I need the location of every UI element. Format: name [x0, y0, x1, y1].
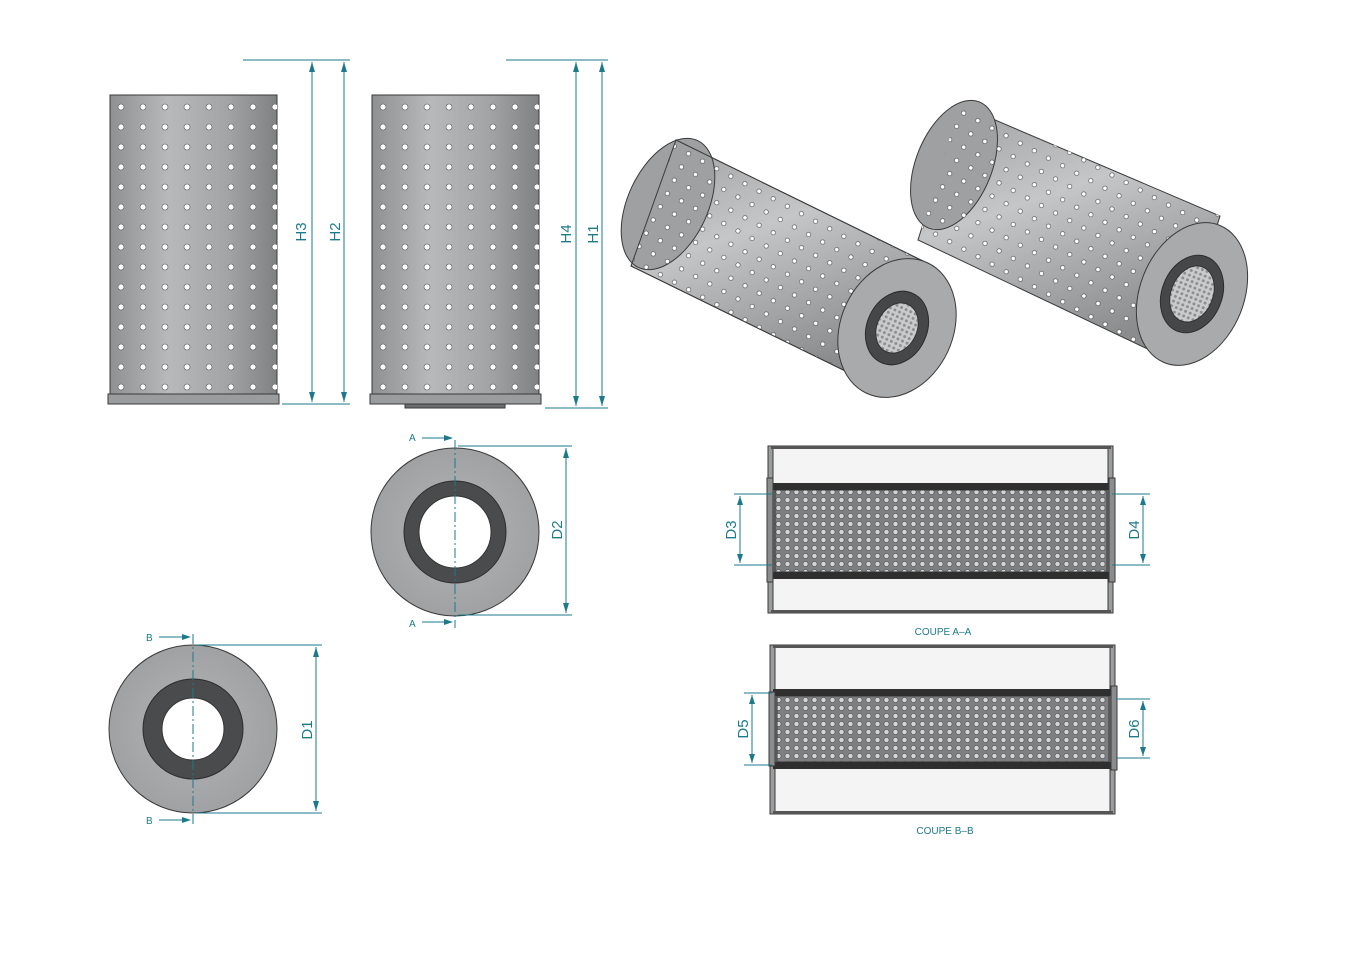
label-d4: D4 — [1126, 520, 1143, 539]
section-view-aa — [766, 445, 1116, 614]
label-d5: D5 — [735, 719, 752, 738]
isometric-view-left — [620, 137, 957, 398]
end-view-a — [370, 440, 540, 628]
dimension-h1: H1 — [506, 59, 608, 409]
label-d1: D1 — [299, 720, 316, 739]
section-view-bb — [768, 644, 1118, 815]
front-elevation-right — [369, 94, 542, 409]
label-d2: D2 — [549, 520, 566, 539]
label-h4: H4 — [558, 224, 575, 243]
dimension-d3: D3 — [723, 493, 772, 566]
section-mark-a-bottom: A — [409, 619, 453, 630]
label-section-b-bottom: B — [146, 816, 153, 827]
dimension-h3: H3 — [282, 59, 318, 405]
isometric-view-right — [910, 99, 1249, 366]
section-title-aa: COUPE A–A — [915, 627, 972, 638]
label-h1: H1 — [585, 224, 602, 243]
dimension-h2: H2 — [243, 59, 350, 405]
dimension-h4: H4 — [540, 59, 582, 409]
section-mark-b-top: B — [146, 633, 191, 644]
label-d6: D6 — [1126, 719, 1143, 738]
end-view-b — [108, 634, 278, 826]
label-section-b-top: B — [146, 633, 153, 644]
dimension-d2: D2 — [458, 445, 572, 616]
section-title-bb: COUPE B–B — [916, 826, 974, 837]
label-d3: D3 — [723, 520, 740, 539]
section-mark-a-top: A — [409, 433, 453, 444]
dimension-d5: D5 — [735, 692, 772, 766]
label-section-a-top: A — [409, 433, 416, 444]
dimension-d1: D1 — [196, 644, 322, 814]
label-h2: H2 — [327, 222, 344, 241]
dimension-d4: D4 — [1112, 493, 1150, 566]
dimension-d6: D6 — [1116, 698, 1150, 759]
label-h3: H3 — [293, 222, 310, 241]
front-elevation-left — [107, 94, 280, 405]
label-section-a-bottom: A — [409, 619, 416, 630]
section-mark-b-bottom: B — [146, 816, 191, 827]
